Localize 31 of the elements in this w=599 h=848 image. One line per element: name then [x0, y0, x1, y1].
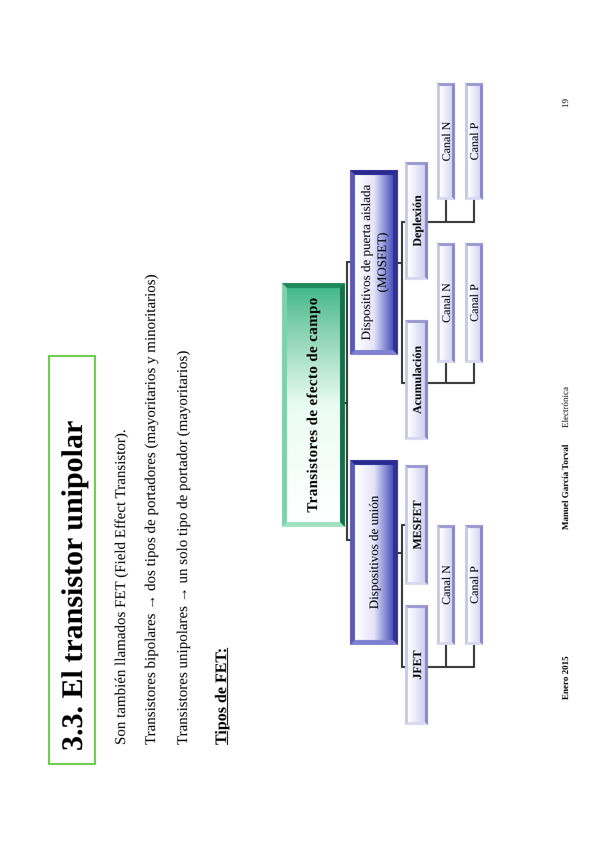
- category-box: Dispositivos de puerta aislada (MOSFET): [350, 170, 398, 355]
- footer-author: Manuel García Torval: [559, 444, 571, 530]
- channel-box: Canal P: [465, 83, 483, 200]
- connector-line: [398, 221, 405, 264]
- footer-date: Enero 2015: [559, 656, 571, 700]
- connector-line: [398, 524, 405, 554]
- page-number: 19: [559, 99, 571, 108]
- channel-box: Canal N: [437, 243, 455, 363]
- type-box: Acumulación: [405, 320, 428, 440]
- channel-box: Canal N: [437, 83, 455, 200]
- connector-line: [345, 261, 350, 404]
- channel-box: Canal P: [465, 525, 483, 645]
- connector-line: [345, 402, 350, 541]
- connector-line: [398, 552, 405, 668]
- channel-box: Canal P: [465, 243, 483, 363]
- body-text: Transistores unipolares → un solo tipo de portador (mayoritarios): [174, 350, 192, 745]
- category-box: Dispositivos de unión: [350, 460, 398, 645]
- section-heading: Tipos de FET:: [212, 648, 231, 745]
- connector-line: [428, 200, 475, 223]
- type-box: MESFET: [405, 465, 428, 585]
- type-box: JFET: [405, 605, 428, 725]
- channel-box: Canal N: [437, 525, 455, 645]
- connector-line: [428, 363, 475, 384]
- title-heading: 3.3. El transistor unipolar: [48, 355, 96, 765]
- body-text: Transistores bipolares → dos tipos de portadores (mayoritarios y minoritarios): [142, 274, 160, 745]
- type-box: Deplexión: [405, 162, 428, 280]
- connector-line: [428, 645, 475, 668]
- body-text: Son también llamados FET (Field Effect Transistor).: [112, 429, 130, 745]
- root-box: Transistores de efecto de campo: [282, 283, 345, 527]
- connector-line: [398, 262, 405, 384]
- footer-subject: Electrónica: [559, 387, 571, 428]
